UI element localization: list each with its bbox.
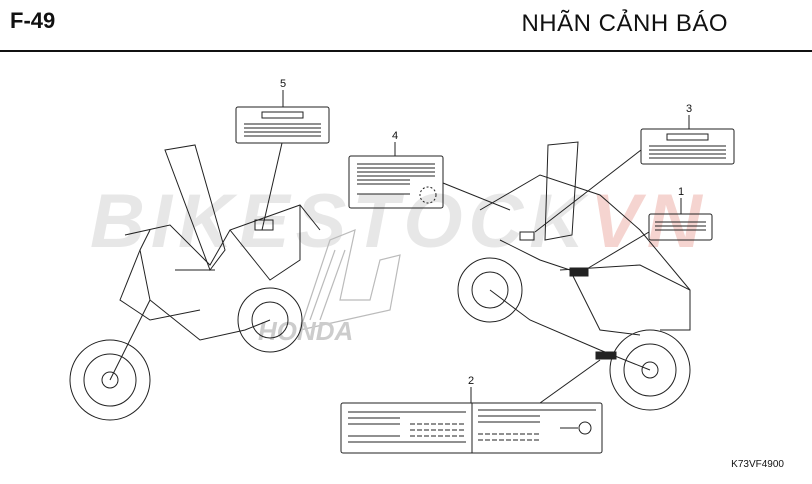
header-divider xyxy=(0,50,812,52)
watermark: BIKESTOCKVN xyxy=(90,178,708,265)
label-3-drawing xyxy=(534,115,735,233)
label-5-drawing xyxy=(235,90,330,231)
motorcycle-right-view xyxy=(457,141,691,411)
motorcycle-left-view xyxy=(69,144,321,421)
page-code: F-49 xyxy=(10,8,56,33)
callout-3: 3 xyxy=(686,103,693,115)
callout-4: 4 xyxy=(392,130,399,142)
callout-5: 5 xyxy=(280,78,287,90)
svg-text:HONDA: HONDA xyxy=(258,316,353,346)
label-4-drawing xyxy=(348,142,511,211)
callout-2: 2 xyxy=(468,375,475,387)
callout-1: 1 xyxy=(678,186,685,198)
label-2-drawing xyxy=(340,359,603,454)
page-header: F-49 NHÃN CẢNH BÁO xyxy=(0,0,812,52)
honda-wing-logo: HONDA xyxy=(258,229,401,346)
label-1-drawing xyxy=(584,198,713,271)
watermark-main: BIKESTOCK xyxy=(90,179,591,264)
page-title: NHÃN CẢNH BÁO xyxy=(521,10,728,37)
drawing-id: K73VF4900 xyxy=(731,459,784,470)
